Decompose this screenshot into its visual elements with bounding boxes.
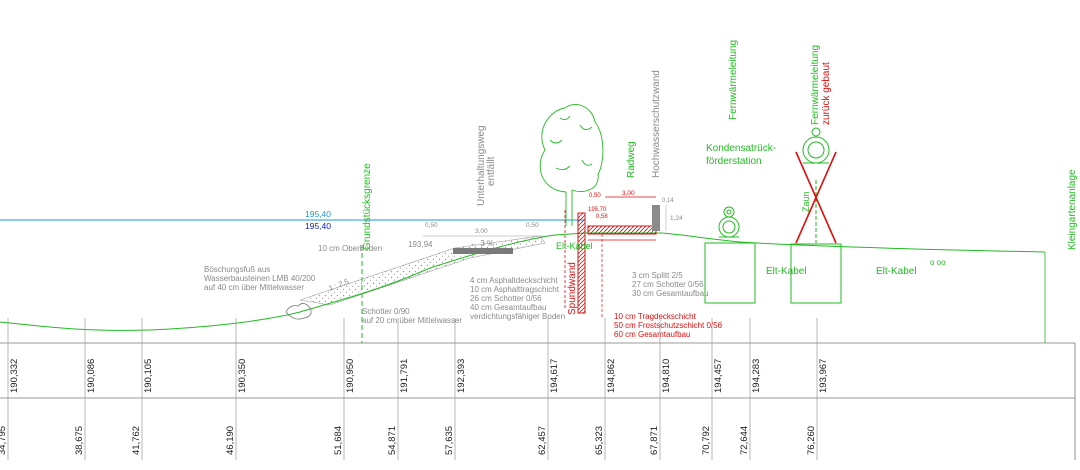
- table-height-value: 190,950: [345, 359, 356, 393]
- flood-wall: [652, 205, 660, 231]
- toe-boulders: [285, 303, 312, 320]
- table-station-value: 72,644: [739, 426, 750, 455]
- schotter-1: Schotter 0/90: [362, 307, 410, 316]
- dim-050c: 0,50: [589, 193, 601, 199]
- table-height-value: 193,967: [818, 359, 829, 393]
- terrain-line: [0, 232, 1046, 331]
- spundwand-label: Spundwand: [567, 262, 578, 315]
- splitt-line-1: 3 cm Splitt 2/5: [632, 271, 683, 280]
- zurueck-gebaut-label: zurück gebaut: [821, 62, 832, 125]
- table-station-value: 70,792: [701, 426, 712, 455]
- water-level-upper: 195,40: [305, 209, 331, 219]
- level-19394: 193,94: [408, 240, 433, 249]
- profile-table: [0, 342, 1076, 460]
- trag-line-3: 60 cm Gesamtaufbau: [614, 330, 690, 339]
- boeschungsfuss-3: auf 40 cm über Mittelwasser: [204, 283, 304, 292]
- maintenance-path: [453, 248, 513, 254]
- asphalt-line-1: 4 cm Asphaltdeckschicht: [470, 276, 558, 285]
- grundstuecksgrenze-label: Grundstücksgrenze: [362, 163, 373, 250]
- splitt-line-3: 30 cm Gesamtaufbau: [632, 289, 708, 298]
- asphalt-line-4: 40 cm Gesamtaufbau: [470, 303, 546, 312]
- table-height-value: 190,332: [9, 359, 20, 393]
- table-station-value: 67,871: [649, 426, 660, 455]
- dim-124: 1,24: [670, 215, 683, 222]
- table-station-value: 57,635: [444, 426, 455, 455]
- splitt-line-2: 27 cm Schotter 0/56: [632, 280, 704, 289]
- water-level-lower: 195,40: [305, 221, 331, 231]
- asphalt-line-5: verdichtungsfähiger Boden: [470, 312, 565, 321]
- table-height-value: 190,105: [143, 359, 154, 393]
- boeschungsfuss-1: Böschungsfuß aus: [204, 265, 270, 274]
- table-height-value: 194,283: [751, 359, 762, 393]
- kondensat-station-box: [704, 242, 756, 304]
- tree-icon: [539, 104, 604, 226]
- elt-kabel-2: Elt-Kabel: [766, 266, 807, 277]
- percent-label: ← 3 %: [470, 239, 494, 248]
- table-height-value: 191,791: [399, 359, 410, 393]
- table-station-value: 76,260: [806, 426, 817, 455]
- bike-path: [587, 225, 657, 235]
- dim-050b: 0,50: [526, 222, 539, 229]
- table-height-value: 194,457: [713, 359, 724, 393]
- table-station-value: 34,795: [0, 426, 8, 455]
- fernwaerme-label-2: Fernwärmeleitung: [810, 45, 821, 125]
- removed-pipe-icon: [802, 127, 830, 243]
- sheet-pile-wall: [577, 212, 586, 314]
- dim-050a: 0,50: [425, 222, 438, 229]
- table-station-value: 41,762: [131, 426, 142, 455]
- table-station-value: 38,675: [74, 426, 85, 455]
- kondensat-label-2: förderstation: [706, 156, 762, 167]
- table-station-value: 62,457: [537, 426, 548, 455]
- asphalt-line-2: 10 cm Asphalttragschicht: [470, 285, 560, 294]
- unterhaltungsweg-label: Unterhaltungsweg: [476, 125, 487, 206]
- dim-300b: 3,00: [622, 190, 635, 197]
- table-station-value: 65,323: [594, 426, 605, 455]
- trag-line-2: 50 cm Frostschutzschicht 0/56: [614, 321, 723, 330]
- table-height-value: 194,617: [549, 359, 560, 393]
- fernwaerme-label-1: Fernwärmeleitung: [728, 40, 739, 120]
- elt-kabel-1: Elt-Kabel: [556, 241, 593, 251]
- table-height-value: 190,350: [237, 359, 248, 393]
- dim-014: 0,14: [662, 198, 674, 204]
- elt-kabel-3: Elt-Kabel: [876, 266, 917, 277]
- table-station-value: 51,684: [333, 426, 344, 455]
- level-19570: 195,70: [588, 207, 607, 213]
- table-height-value: 190,086: [86, 359, 97, 393]
- asphalt-layers: 4 cm Asphaltdeckschicht 10 cm Asphalttra…: [470, 276, 565, 321]
- table-station-value: 46,190: [225, 426, 236, 455]
- cable-dots: o oo: [930, 258, 946, 267]
- dim-058: 0,58: [596, 214, 608, 220]
- hochwasserschutzwand-label: Hochwasserschutzwand: [651, 70, 662, 178]
- table-station-value: 54,871: [387, 426, 398, 455]
- removed-station-box: [790, 243, 842, 304]
- dim-300a: 3,00: [475, 228, 488, 235]
- table-height-value: 192,393: [456, 359, 467, 393]
- table-columns: 190,332 34,795 190,086 38,675 190,105 41,762 1…: [0, 318, 829, 460]
- boeschungsfuss-2: Wasserbausteinen LMB 40/200: [204, 274, 316, 283]
- schotter-2: auf 20 cm über Mittelwasser: [362, 316, 462, 325]
- zaun-label: Zaun: [801, 191, 811, 212]
- removed-cross-icon: [795, 151, 837, 244]
- trag-line-1: 10 cm Tragdeckschicht: [614, 312, 697, 321]
- table-height-value: 194,810: [661, 359, 672, 393]
- pipe-icon: [718, 206, 740, 238]
- kleingartenanlage-label: Kleingartenanlage: [1067, 169, 1078, 250]
- entfaellt-label: entfällt: [486, 156, 497, 186]
- radweg-label: Radweg: [626, 141, 637, 178]
- kondensat-label-1: Kondensatrück-: [706, 143, 776, 154]
- asphalt-line-3: 26 cm Schotter 0/56: [470, 294, 542, 303]
- table-height-value: 194,862: [606, 359, 617, 393]
- oberboden-label: 10 cm Oberboden: [318, 244, 382, 253]
